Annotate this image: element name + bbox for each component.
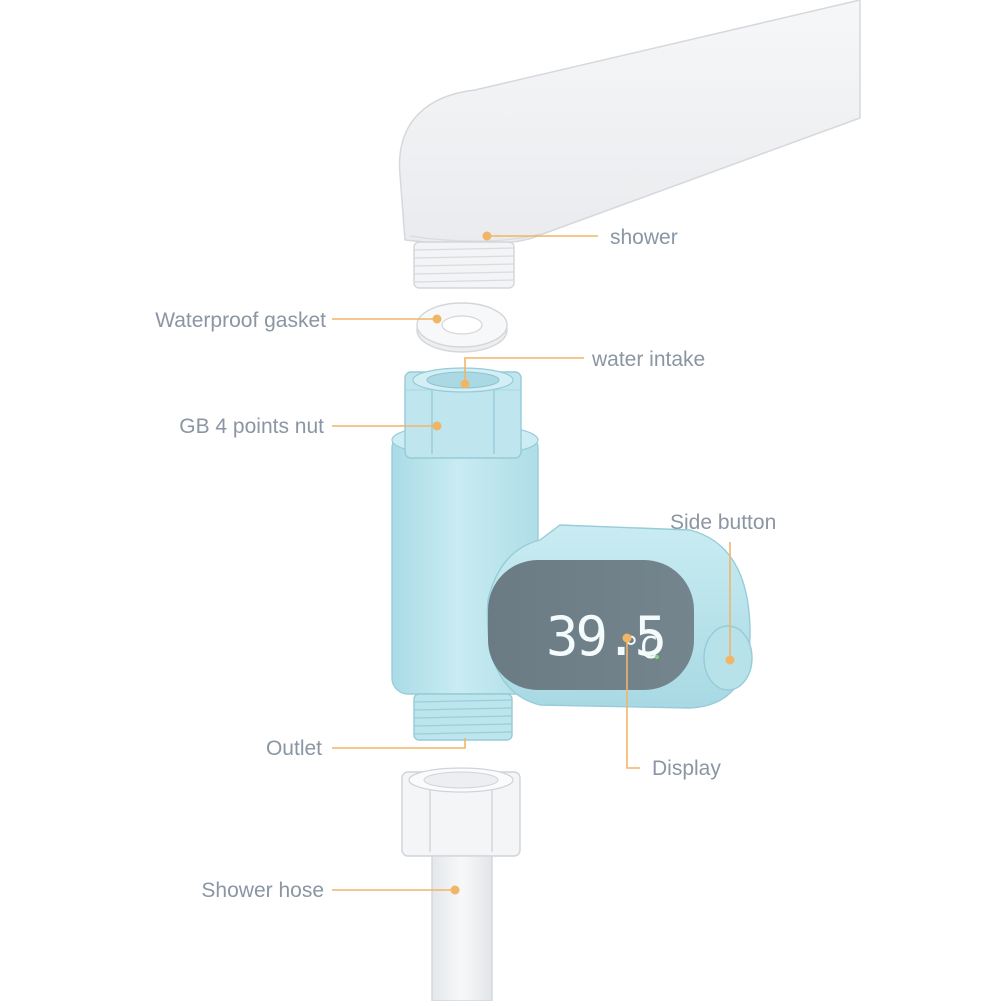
label-display: Display xyxy=(652,757,721,780)
hose-nut xyxy=(401,767,521,857)
gasket xyxy=(416,302,508,353)
status-led xyxy=(655,655,659,659)
label-side-button: Side button xyxy=(670,511,776,534)
shower-thread xyxy=(413,241,515,289)
label-shower: shower xyxy=(610,226,678,249)
callout-gb-nut: GB 4 points nut xyxy=(179,415,442,438)
temperature-readout: 39.5 xyxy=(546,605,664,668)
label-gb-nut: GB 4 points nut xyxy=(179,415,324,438)
shower-hose-tube xyxy=(431,855,493,1002)
label-shower-hose: Shower hose xyxy=(201,879,324,902)
callout-shower-hose: Shower hose xyxy=(201,879,460,902)
callout-waterproof-gasket: Waterproof gasket xyxy=(155,309,442,332)
label-waterproof-gasket: Waterproof gasket xyxy=(155,309,326,332)
callout-water-intake: water intake xyxy=(460,348,705,389)
callout-shower: shower xyxy=(482,226,678,249)
callout-display: Display xyxy=(622,633,721,780)
label-water-intake: water intake xyxy=(591,348,705,371)
shower-arm xyxy=(398,0,861,245)
gb-nut xyxy=(404,367,522,459)
label-outlet: Outlet xyxy=(266,737,322,760)
outlet-thread xyxy=(413,693,513,741)
display-screen: 39.5 °C xyxy=(488,560,694,690)
callout-outlet: Outlet xyxy=(266,737,466,760)
callout-side-button: Side button xyxy=(670,511,776,665)
